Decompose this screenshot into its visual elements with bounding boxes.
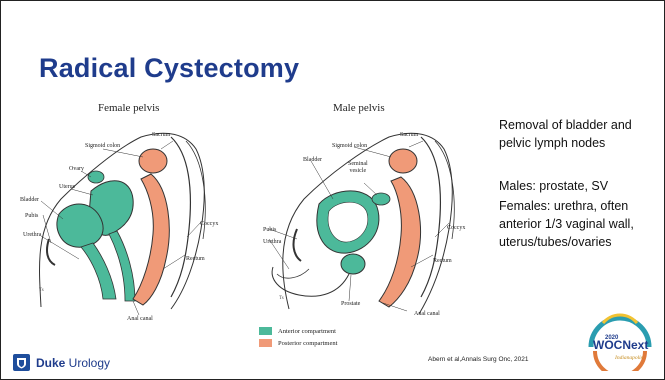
duke-urology-logo: Duke Urology bbox=[13, 354, 110, 371]
female-rectum-label: Rectum bbox=[186, 256, 205, 262]
male-prostate-label: Prostate bbox=[341, 301, 360, 307]
male-anal-label: Anal canal bbox=[414, 311, 440, 317]
female-sigmoid-label: Sigmoid colon bbox=[85, 143, 120, 149]
svg-text:Ts: Ts bbox=[279, 296, 284, 301]
male-sacrum-label: Sacrum bbox=[400, 132, 418, 138]
male-bladder-label: Bladder bbox=[303, 157, 322, 163]
male-pelvis-label: Male pelvis bbox=[333, 102, 385, 114]
bullet-females-2: anterior 1/3 vaginal wall, bbox=[499, 216, 634, 233]
female-uterus-label: Uterus bbox=[59, 184, 75, 190]
svg-text:Ts: Ts bbox=[39, 288, 44, 293]
duke-shield-icon bbox=[13, 354, 30, 371]
male-rectum-label: Rectum bbox=[433, 258, 452, 264]
legend-posterior: Posterior compartment bbox=[259, 339, 337, 347]
male-pubis-label: Pubis bbox=[263, 227, 276, 233]
male-sigmoid-label: Sigmoid colon bbox=[332, 143, 367, 149]
female-pubis-label: Pubis bbox=[25, 213, 38, 219]
bullet-females-1: Females: urethra, often bbox=[499, 198, 628, 215]
duke-logo-bold: Duke bbox=[36, 356, 65, 370]
bullet-females-3: uterus/tubes/ovaries bbox=[499, 234, 612, 251]
female-anal-label: Anal canal bbox=[127, 316, 153, 322]
female-coccyx-label: Coccyx bbox=[200, 221, 218, 227]
male-coccyx-label: Coccyx bbox=[447, 225, 465, 231]
female-bladder-label: Bladder bbox=[20, 197, 39, 203]
woc-city: Indianapolis bbox=[614, 355, 643, 361]
bullet-males: Males: prostate, SV bbox=[499, 178, 608, 195]
male-pelvis-illustration: Ts bbox=[249, 119, 481, 324]
legend-anterior-label: Anterior compartment bbox=[278, 328, 336, 335]
legend-posterior-label: Posterior compartment bbox=[278, 340, 337, 347]
bullet-removal-2: pelvic lymph nodes bbox=[499, 135, 605, 152]
female-sacrum-label: Sacrum bbox=[152, 132, 170, 138]
woc-name: WOCNext bbox=[593, 338, 648, 352]
male-urethra-label: Urethra bbox=[263, 239, 281, 245]
male-seminal-label: Seminal vesicle bbox=[348, 161, 368, 175]
wocnext-logo: 2020 WOCNext Indianapolis bbox=[583, 311, 657, 371]
anterior-swatch bbox=[259, 327, 272, 335]
posterior-swatch bbox=[259, 339, 272, 347]
female-urethra-label: Urethra bbox=[23, 232, 41, 238]
slide-title: Radical Cystectomy bbox=[39, 53, 299, 84]
duke-logo-text: Duke Urology bbox=[36, 356, 110, 370]
duke-logo-rest: Urology bbox=[65, 356, 110, 370]
female-ovary-label: Ovary bbox=[69, 166, 84, 172]
legend-anterior: Anterior compartment bbox=[259, 327, 336, 335]
citation: Abern et al,Annals Surg Onc, 2021 bbox=[428, 356, 548, 364]
female-pelvis-label: Female pelvis bbox=[98, 102, 159, 114]
bullet-removal-1: Removal of bladder and bbox=[499, 117, 632, 134]
